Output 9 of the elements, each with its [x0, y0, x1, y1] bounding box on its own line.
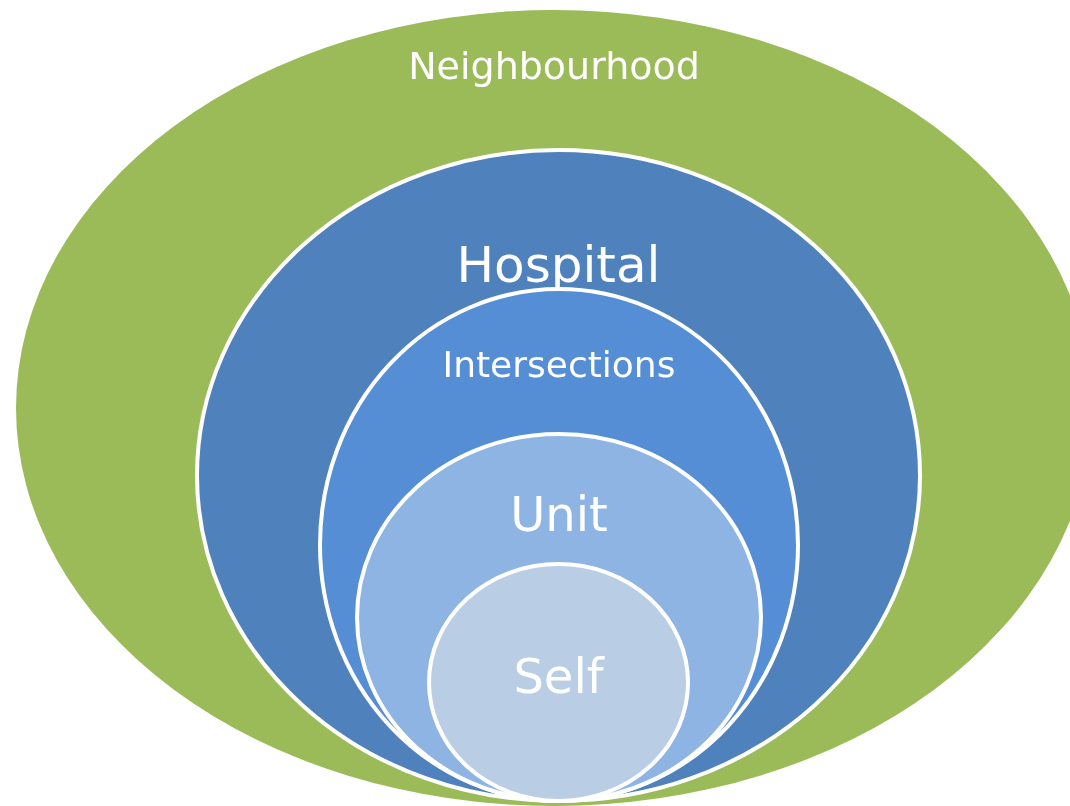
inner-circle: [427, 562, 690, 803]
ellipse-region: [318, 287, 800, 803]
region-label: Hospital: [456, 238, 661, 293]
ellipse-region: [195, 148, 922, 803]
ellipse-region: [355, 432, 763, 803]
region-label: Unit: [510, 488, 608, 541]
region-label: Intersections: [442, 345, 676, 385]
region-label: Self: [513, 650, 604, 703]
region-label: Neighbourhood: [408, 46, 700, 88]
